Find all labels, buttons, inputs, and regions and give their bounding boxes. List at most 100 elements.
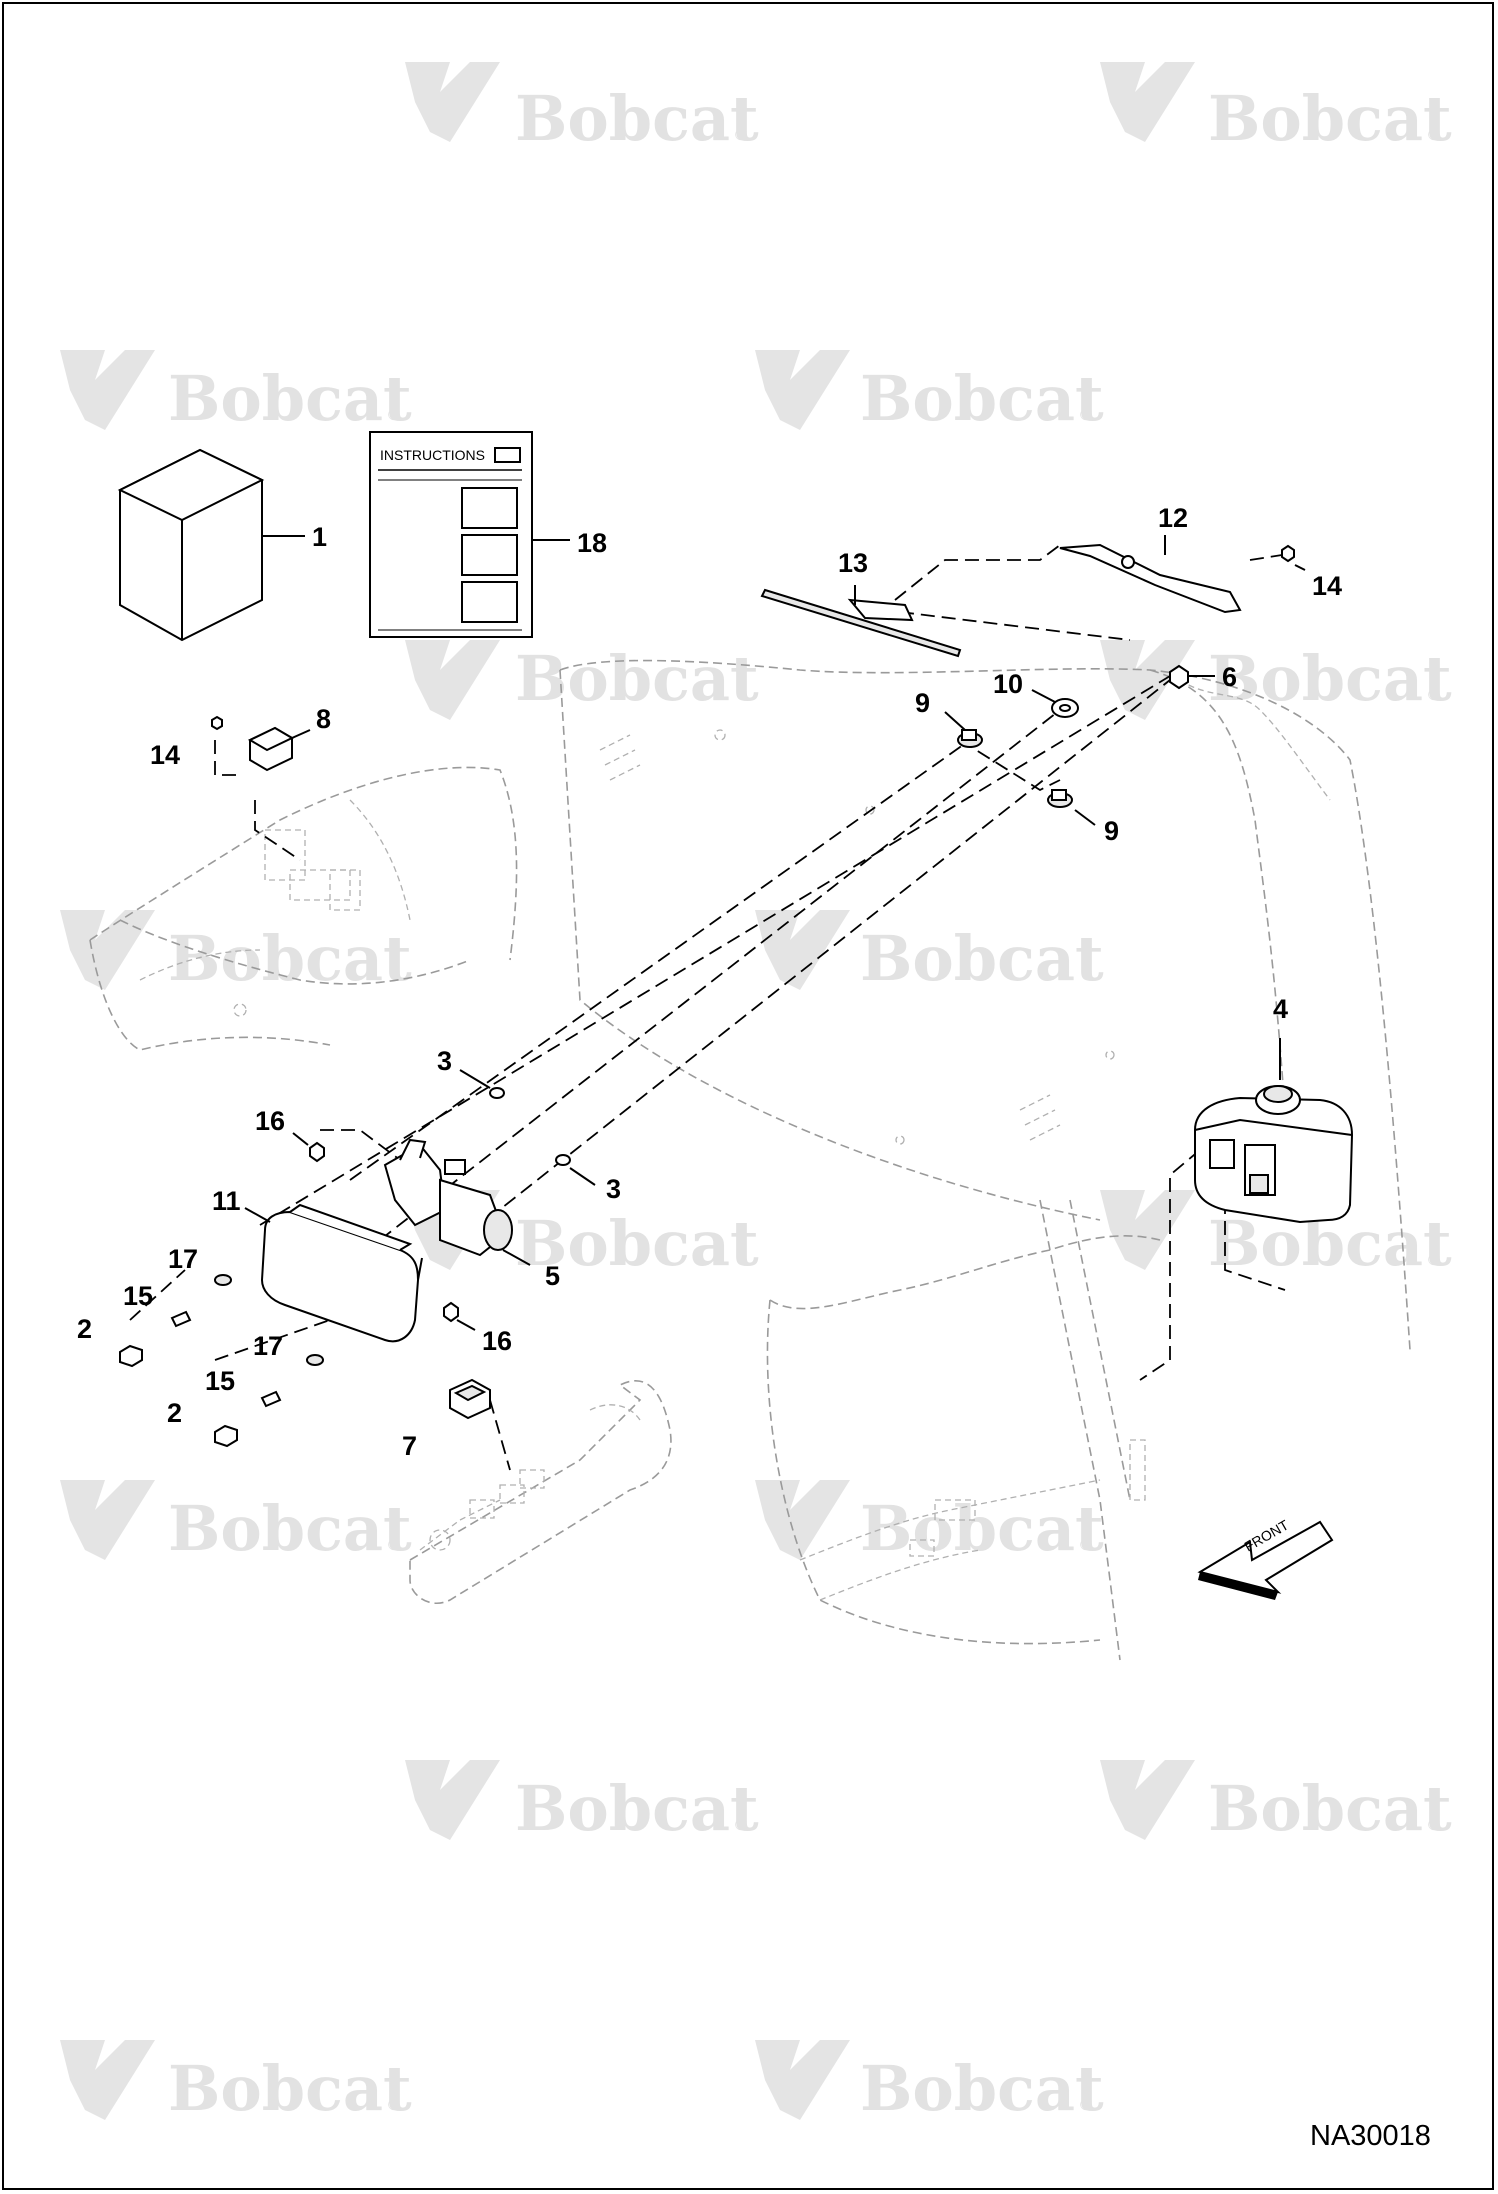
- instructions-label: INSTRUCTIONS: [380, 447, 485, 463]
- ghost-console: [409, 1380, 672, 1605]
- watermark-logo: Bobcat ®: [60, 1480, 412, 1565]
- callout-5: 5: [545, 1261, 560, 1291]
- part-11-cover: [260, 1203, 423, 1343]
- watermark-logo: Bobcat: [60, 910, 412, 995]
- watermark-text: Bobcat: [1208, 642, 1452, 715]
- assembly-lines: [129, 544, 1286, 1471]
- callout-8: 8: [316, 704, 331, 734]
- watermark-logo: Bobcat: [405, 640, 759, 720]
- callout-14: 14: [1312, 571, 1342, 601]
- ghost-upper-cab-left: [89, 766, 518, 1051]
- watermark-reg: ®: [1428, 1252, 1440, 1269]
- watermark-text: Bobcat: [515, 642, 759, 715]
- callout-14-left: 14: [150, 740, 180, 770]
- watermark-logo: Bobcat ®: [405, 1760, 759, 1845]
- watermark-logo: Bobcat ®: [755, 2040, 1104, 2125]
- callout-1: 1: [312, 522, 327, 552]
- callout-9: 9: [915, 688, 930, 718]
- part-15-screw: [170, 1310, 192, 1328]
- watermark-text: Bobcat: [860, 922, 1104, 995]
- part-1-box: [117, 448, 265, 642]
- watermark-text: Bobcat: [168, 1492, 412, 1565]
- part-16-nut-lower: [443, 1301, 459, 1323]
- watermark-text: Bobcat: [515, 82, 759, 155]
- callouts: 1 18 13 12 14 10 6 9 9 8 14 4 3 3 16 11 …: [77, 503, 1342, 1461]
- drawing-code: NA30018: [1310, 2120, 1431, 2152]
- callout-12: 12: [1158, 503, 1188, 533]
- callout-4: 4: [1273, 994, 1288, 1024]
- watermark-reg: ®: [388, 2097, 400, 2114]
- watermark-reg: ®: [1428, 687, 1440, 704]
- watermark-text: Bobcat: [860, 362, 1104, 435]
- watermark-reg: ®: [735, 1817, 747, 1834]
- part-14-nut-left: [211, 715, 223, 731]
- watermark-logo: Bobcat: [755, 910, 1104, 995]
- part-5-wiper-motor: [383, 1138, 513, 1257]
- watermark-reg: ®: [388, 407, 400, 424]
- watermark-reg: ®: [1080, 2097, 1092, 2114]
- callout-3: 3: [437, 1046, 452, 1076]
- ghost-lower-cab: [766, 1199, 1161, 1661]
- part-3-washer: [489, 1087, 505, 1099]
- part-17-washer-lower: [306, 1354, 324, 1366]
- part-2-cap-lower: [214, 1424, 238, 1448]
- callout-2-lower: 2: [167, 1398, 182, 1428]
- callout-3-lower: 3: [606, 1174, 621, 1204]
- watermark-text: Bobcat: [168, 2052, 412, 2125]
- callout-18: 18: [577, 528, 607, 558]
- callout-9-lower: 9: [1104, 816, 1119, 846]
- part-7-switch: [449, 1378, 491, 1420]
- part-3-washer-lower: [555, 1154, 571, 1166]
- watermark-text: Bobcat: [1208, 1772, 1452, 1845]
- watermark-text: Bobcat: [1208, 82, 1452, 155]
- watermark-reg: ®: [1428, 1817, 1440, 1834]
- callout-13: 13: [838, 548, 868, 578]
- part-14-nut: [1281, 544, 1295, 563]
- callout-2: 2: [77, 1314, 92, 1344]
- callout-17-lower: 17: [253, 1331, 283, 1361]
- callout-15-lower: 15: [205, 1366, 235, 1396]
- part-16-nut: [309, 1141, 325, 1163]
- watermark-text: Bobcat: [860, 2052, 1104, 2125]
- part-2-cap: [119, 1344, 143, 1368]
- callout-6: 6: [1222, 662, 1237, 692]
- watermarks: Bobcat ® Bobcat ® Bobcat ® Bobcat ® Bobc…: [60, 62, 1452, 2125]
- watermark-reg: ®: [1080, 407, 1092, 424]
- watermark-reg: ®: [735, 127, 747, 144]
- watermark-logo: Bobcat ®: [60, 350, 412, 435]
- watermark-text: Bobcat: [515, 1207, 759, 1280]
- watermark-logo: Bobcat ®: [1100, 1190, 1452, 1280]
- watermark-text: Bobcat: [168, 362, 412, 435]
- watermark-reg: ®: [388, 1537, 400, 1554]
- callout-11: 11: [212, 1186, 241, 1216]
- part-15-screw-lower: [260, 1390, 282, 1408]
- ghost-windshield: [559, 659, 1411, 1351]
- small-hardware: [119, 544, 1295, 1448]
- callout-16: 16: [255, 1106, 285, 1136]
- watermark-logo: Bobcat ®: [755, 1480, 1104, 1565]
- front-arrow: FRONT: [1197, 1516, 1334, 1600]
- callout-7: 7: [402, 1431, 417, 1461]
- callout-10: 10: [993, 669, 1023, 699]
- watermark-reg: ®: [1428, 127, 1440, 144]
- part-17-washer: [214, 1274, 232, 1286]
- part-8-relay: [247, 726, 295, 772]
- watermark-logo: Bobcat ®: [1100, 640, 1452, 720]
- part-4-washer-reservoir: [1194, 1085, 1354, 1224]
- watermark-logo: Bobcat ®: [60, 2040, 412, 2125]
- watermark-reg: ®: [1080, 1537, 1092, 1554]
- callout-15: 15: [123, 1281, 153, 1311]
- part-18-instructions: INSTRUCTIONS: [369, 431, 533, 638]
- watermark-logo: Bobcat ®: [1100, 62, 1452, 155]
- leader-lines: [244, 535, 1306, 1331]
- callout-17: 17: [168, 1244, 198, 1274]
- watermark-text: Bobcat: [515, 1772, 759, 1845]
- watermark-logo: Bobcat ®: [405, 62, 759, 155]
- watermark-logo: Bobcat ®: [755, 350, 1104, 435]
- watermark-text: Bobcat: [168, 922, 412, 995]
- callout-16-lower: 16: [482, 1326, 512, 1356]
- watermark-logo: Bobcat ®: [1100, 1760, 1452, 1845]
- part-6-nut: [1169, 664, 1189, 690]
